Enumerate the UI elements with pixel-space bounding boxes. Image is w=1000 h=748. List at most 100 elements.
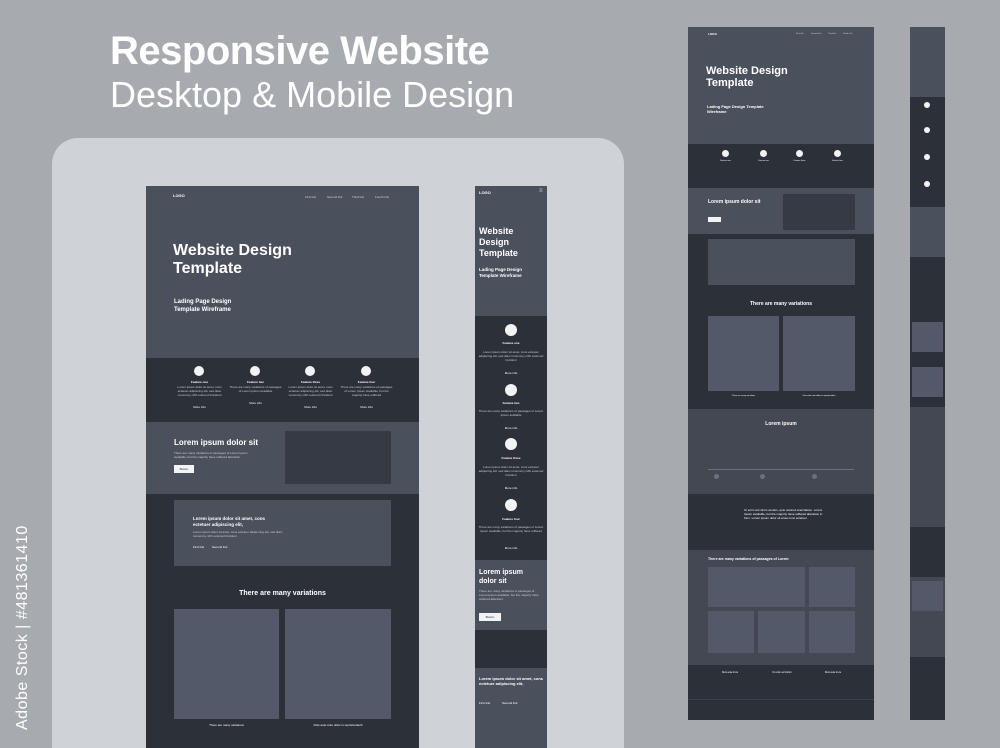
full-image-placeholder [783,194,855,230]
mobile-button[interactable]: Button [479,613,501,621]
mobile-logo[interactable]: LOGO [479,190,491,195]
mobile-full-hero [910,27,945,97]
desktop-card: Lorem ipsum dolor sit amet, cons ectetue… [174,500,391,566]
mobile-feature-three-text: Lorem ipsum dolor sit amet, cons ectetue… [478,465,544,477]
headline: Responsive Website Desktop & Mobile Desi… [110,30,514,116]
desktop-nav-fourth[interactable]: Fourth link [375,195,390,199]
full-lorem-ipsum-section: Lorem ipsum [688,409,874,494]
desktop-lorem-title: Lorem ipsum dolor sit [174,438,259,447]
mobile-hero-title: Website Design Template [479,226,518,258]
mobile-full-feature-icon-2 [924,127,930,133]
mobile-feature-four-link[interactable]: More info [504,546,518,550]
mobile-feature-four-icon [505,499,517,511]
desktop-gallery-image-1 [174,609,279,719]
mobile-hero-subtitle: Lading Page Design Template Wireframe [479,267,523,278]
desktop-feature-four-link[interactable]: More info [360,405,373,409]
desktop-feature-three-link[interactable]: More info [304,405,317,409]
desktop-nav-first[interactable]: First link [305,195,317,199]
desktop-card-link-first[interactable]: First link [193,545,205,549]
full-variations-section: There are many variations There are many… [688,294,874,409]
desktop-nav-second[interactable]: Second link [327,195,343,199]
headline-title: Responsive Website [110,29,490,73]
desktop-feature-one-link[interactable]: More info [193,405,206,409]
mobile-feature-two-link[interactable]: More info [504,426,518,430]
mobile-card-section: Lorem ipsum dolor sit amet, cons ectetue… [475,630,547,748]
desktop-variations-title: There are many variations [239,590,326,597]
desktop-feature-four-text: There are many variations of passages of… [340,385,393,397]
full-quote-section: Ut enim ad minim veniam, quis nostrud ex… [688,494,874,550]
full-nav-fourth[interactable]: Fourth link [843,33,853,35]
desktop-hero: LOGO First link Second link Third link F… [146,186,419,358]
mobile-hero: LOGO ≡ Website Design Template Lading Pa… [475,186,547,316]
full-card-section [688,234,874,294]
full-gallery-image-1 [708,316,779,391]
feature-three-icon [305,366,315,376]
mobile-feature-four-title: Feature four [502,517,520,521]
full-feature-one-icon [722,150,729,157]
full-feature-three-icon [796,150,803,157]
desktop-mockup: LOGO First link Second link Third link F… [146,186,419,748]
mobile-feature-one-icon [505,324,517,336]
full-nav-first[interactable]: First link [796,33,804,35]
full-logo[interactable]: LOGO [708,32,717,36]
full-stat-icon-3 [812,474,817,479]
mobile-feature-three-link[interactable]: More info [504,486,518,490]
full-passage-image-5 [809,611,855,653]
mobile-full-gallery [910,297,945,407]
mobile-feature-three-title: Feature three [501,456,521,460]
full-nav-second[interactable]: Second link [811,33,822,35]
full-lorem-ipsum-title: Lorem ipsum [765,421,797,427]
mobile-card-title: Lorem ipsum dolor sit amet, cons ectetue… [479,676,544,686]
full-lorem-section: Lorem ipsum dolor sit [688,188,874,234]
desktop-features: Feature one Lorem ipsum dolor sit amet, … [146,358,419,422]
full-passages-title: There are many variations of passages of… [708,557,789,561]
desktop-nav-third[interactable]: Third link [352,195,365,199]
mobile-feature-one-title: Feature one [502,341,520,345]
mobile-full-lorem [910,207,945,257]
mobile-full-feature-icon-3 [924,154,930,160]
watermark-text: Adobe Stock | #481361410 [14,525,31,730]
mobile-full-features [910,97,945,207]
full-quote-text: Ut enim ad minim veniam, quis nostrud ex… [744,508,823,520]
desktop-feature-two-link[interactable]: More info [249,401,262,405]
full-hero-subtitle: Lading Page Design Template Wireframe [707,104,764,114]
mobile-full-passages [910,577,945,657]
desktop-full-mockup: LOGO First link Second link Third link F… [688,27,874,720]
full-hero: LOGO First link Second link Third link F… [688,27,874,144]
mobile-card: Lorem ipsum dolor sit amet, cons ectetue… [475,668,547,748]
hamburger-menu-icon[interactable]: ≡ [539,188,543,194]
desktop-button[interactable]: Button [174,465,194,473]
feature-two-icon [250,366,260,376]
mobile-card-link-second[interactable]: Second link [502,701,518,705]
mobile-feature-two-text: There are many variations of passages of… [478,409,544,417]
desktop-feature-one-text: Lorem ipsum dolor sit amet, cons ectetue… [177,385,222,397]
desktop-feature-one-title: Feature one [190,380,208,384]
full-footer-col-3: Duis aute irure [824,671,842,674]
full-hero-title: Website Design Template [706,65,788,89]
full-button[interactable] [708,217,721,222]
mobile-card-link-first[interactable]: First link [479,701,491,705]
mobile-full-gallery-2 [912,367,943,397]
desktop-image-placeholder [285,431,391,484]
desktop-feature-three-text: Lorem ipsum dolor sit amet, cons ectetue… [288,385,333,397]
full-gallery-caption-2: Duis aute irure dolor in reprehenderit [802,395,836,397]
mobile-full-gallery-1 [912,322,943,352]
full-footer-divider [688,699,874,700]
feature-four-icon [361,366,371,376]
mobile-feature-one-link[interactable]: More info [504,371,518,375]
desktop-feature-two-text: There are many variations of passages of… [229,385,282,393]
desktop-logo[interactable]: LOGO [173,193,185,198]
mobile-feature-one-text: Lorem ipsum dolor sit amet, cons ectetue… [478,350,544,362]
full-divider [708,469,854,470]
mobile-full-quote [910,527,945,577]
full-nav-third[interactable]: Third link [828,33,837,35]
desktop-lorem-section: Lorem ipsum dolor sit There are many var… [146,422,419,494]
desktop-card-link-second[interactable]: Second link [212,545,228,549]
feature-one-icon [194,366,204,376]
full-passage-image-4 [758,611,805,653]
full-lorem-title: Lorem ipsum dolor sit [708,199,761,205]
full-gallery-caption-1: There are many variations [731,395,756,397]
mobile-full-feature-icon-1 [924,102,930,108]
full-footer-col-1: Duis aute irure [721,671,739,674]
full-passages-section: There are many variations of passages of… [688,550,874,665]
